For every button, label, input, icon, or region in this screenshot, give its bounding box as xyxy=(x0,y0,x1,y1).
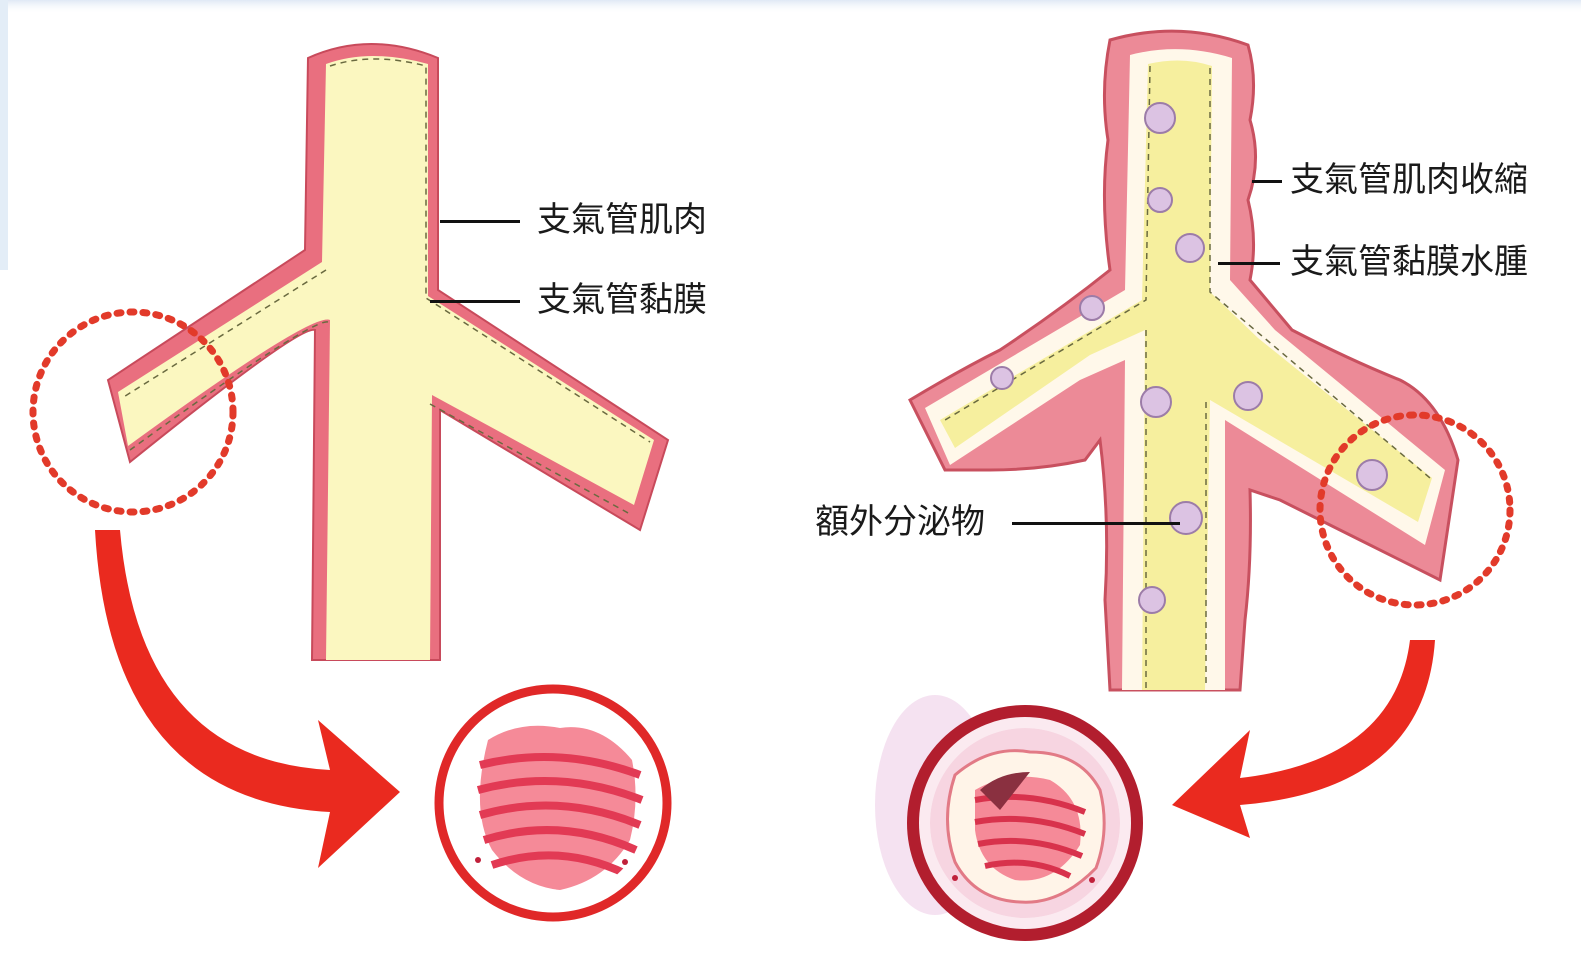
label-constricted-muscle: 支氣管肌肉收縮 xyxy=(1290,163,1528,197)
normal-bronchus xyxy=(108,44,668,660)
normal-cross-section xyxy=(439,689,667,917)
asthma-bronchus xyxy=(910,31,1458,690)
leader-constricted-muscle xyxy=(1252,180,1282,183)
label-extra-secretion: 額外分泌物 xyxy=(815,505,985,539)
leader-mucosa-edema xyxy=(1218,262,1280,265)
label-normal-mucosa: 支氣管黏膜 xyxy=(537,283,707,317)
label-mucosa-edema: 支氣管黏膜水腫 xyxy=(1290,245,1528,279)
leader-extra-secretion xyxy=(1012,522,1180,525)
leader-normal-mucosa xyxy=(430,300,520,303)
asthma-cross-section xyxy=(875,695,1137,935)
normal-bronchus-lumen xyxy=(118,56,654,660)
left-band xyxy=(0,0,8,270)
label-normal-muscle: 支氣管肌肉 xyxy=(537,203,707,237)
leader-normal-muscle xyxy=(440,220,520,223)
top-band xyxy=(0,0,1581,14)
